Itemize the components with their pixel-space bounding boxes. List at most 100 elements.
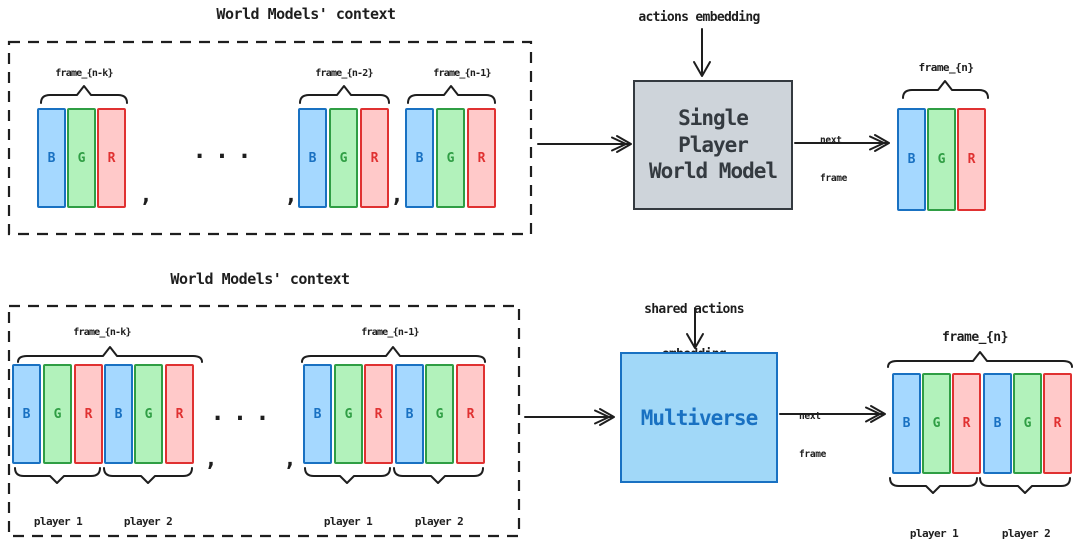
channel-bar-blue: B [892, 373, 921, 474]
channel-bar-blue: B [12, 364, 41, 464]
channel-letter: G [53, 406, 62, 422]
channel-bar-red: R [97, 108, 126, 208]
separator-comma: , [204, 447, 218, 472]
channel-bar-green: G [43, 364, 72, 464]
player2-frame-label: player 2 frame [414, 488, 464, 546]
separator-comma: , [284, 183, 298, 208]
channel-letter: G [446, 150, 455, 166]
arrow-context-to-single-player-model [537, 135, 632, 153]
channel-bar-red: R [165, 364, 194, 464]
channel-letter: B [907, 152, 916, 167]
separator-comma: , [139, 183, 153, 208]
channel-letter: R [1053, 416, 1062, 431]
actions-embedding-label: actions embedding [638, 10, 760, 25]
next-frame-label: next frame [799, 386, 826, 486]
arrow-multiverse-to-next-frame [779, 405, 886, 423]
channel-bar-red: R [360, 108, 389, 208]
brace-player1-frame-n1 [304, 467, 391, 484]
brace-bottom-frame-nk [17, 346, 203, 363]
channel-letter: R [477, 150, 486, 166]
channel-letter: B [47, 150, 56, 166]
top-output-frame-label: frame_{n} [918, 61, 974, 74]
channel-bar-blue: B [298, 108, 327, 208]
bottom-frame-nk-label: frame_{n-k} [73, 327, 131, 338]
channel-bar-blue: B [303, 364, 332, 464]
player-label-line: player 1 [323, 515, 373, 528]
arrow-actions-embedding [693, 28, 711, 77]
top-frame-nk-label: frame_{n-k} [55, 68, 113, 79]
brace-top-frame-nk [40, 85, 128, 104]
player1-frame-label: player 1 frame [909, 500, 959, 546]
player-label-line: player 1 [33, 515, 83, 528]
channel-letter: R [107, 150, 116, 166]
channel-letter: G [144, 406, 153, 422]
brace-bottom-frame-n1 [301, 346, 486, 363]
multiverse-model-box: Multiverse [620, 352, 778, 483]
channel-bar-blue: B [405, 108, 434, 208]
brace-top-frame-n1 [407, 85, 496, 104]
bottom-frame-n1-label: frame_{n-1} [361, 327, 419, 338]
model-label-line: Player [678, 132, 749, 157]
bottom-output-frame-label: frame_{n} [942, 330, 1008, 345]
channel-bar-red: R [957, 108, 986, 211]
channel-letter: G [77, 150, 86, 166]
player1-frame-label: player 1 frame [323, 488, 373, 546]
arrow-model-to-next-frame [794, 134, 890, 152]
channel-letter: G [339, 150, 348, 166]
top-frame-n1-label: frame_{n-1} [433, 68, 491, 79]
channel-bar-green: G [436, 108, 465, 208]
channel-bar-blue: B [395, 364, 424, 464]
channel-letter: G [937, 152, 946, 167]
bottom-context-dashed-box [7, 304, 521, 538]
player-label-line: player 2 [1001, 527, 1051, 540]
channel-bar-green: G [67, 108, 96, 208]
channel-bar-green: G [134, 364, 163, 464]
channel-bar-blue: B [104, 364, 133, 464]
top-context-dashed-box [7, 40, 533, 236]
channel-letter: R [84, 406, 93, 422]
player-label-line: player 2 [414, 515, 464, 528]
channel-letter: G [344, 406, 353, 422]
channel-letter: B [114, 406, 123, 422]
channel-letter: B [22, 406, 31, 422]
channel-bar-blue: B [37, 108, 66, 208]
channel-letter: G [932, 416, 941, 431]
channel-letter: B [415, 150, 424, 166]
player1-frame-label: player 1 frame [33, 488, 83, 546]
channel-bar-green: G [329, 108, 358, 208]
channel-bar-blue: B [983, 373, 1012, 474]
channel-letter: B [902, 416, 911, 431]
next-frame-label: next frame [820, 110, 847, 210]
channel-letter: B [405, 406, 414, 422]
shared-actions-line: shared actions [644, 302, 744, 317]
next-frame-line: next [820, 135, 842, 146]
channel-letter: R [466, 406, 475, 422]
player-label-line: player 1 [909, 527, 959, 540]
channel-bar-green: G [927, 108, 956, 211]
channel-bar-red: R [74, 364, 103, 464]
channel-letter: G [1023, 416, 1032, 431]
brace-player1-frame-nk [14, 467, 101, 484]
single-player-world-model-box: Single Player World Model [633, 80, 793, 210]
brace-bottom-output-frame [887, 351, 1073, 368]
arrow-context-to-multiverse [524, 408, 615, 426]
channel-bar-blue: B [897, 108, 926, 211]
brace-player2-output [979, 477, 1071, 494]
model-label: Multiverse [640, 405, 758, 430]
brace-top-output-frame [902, 80, 989, 99]
next-frame-line: frame [820, 172, 848, 184]
arrow-shared-actions-embedding [686, 307, 704, 349]
player-label-line: player 2 [123, 515, 173, 528]
channel-bar-red: R [952, 373, 981, 474]
bottom-context-title: World Models' context [170, 270, 350, 288]
ellipsis: ... [192, 136, 260, 164]
top-frame-n2-label: frame_{n-2} [315, 68, 373, 79]
ellipsis: ... [210, 398, 278, 426]
channel-bar-green: G [922, 373, 951, 474]
brace-player1-output [889, 477, 978, 494]
top-context-title: World Models' context [216, 5, 396, 23]
channel-bar-red: R [1043, 373, 1072, 474]
channel-letter: B [313, 406, 322, 422]
channel-letter: R [175, 406, 184, 422]
